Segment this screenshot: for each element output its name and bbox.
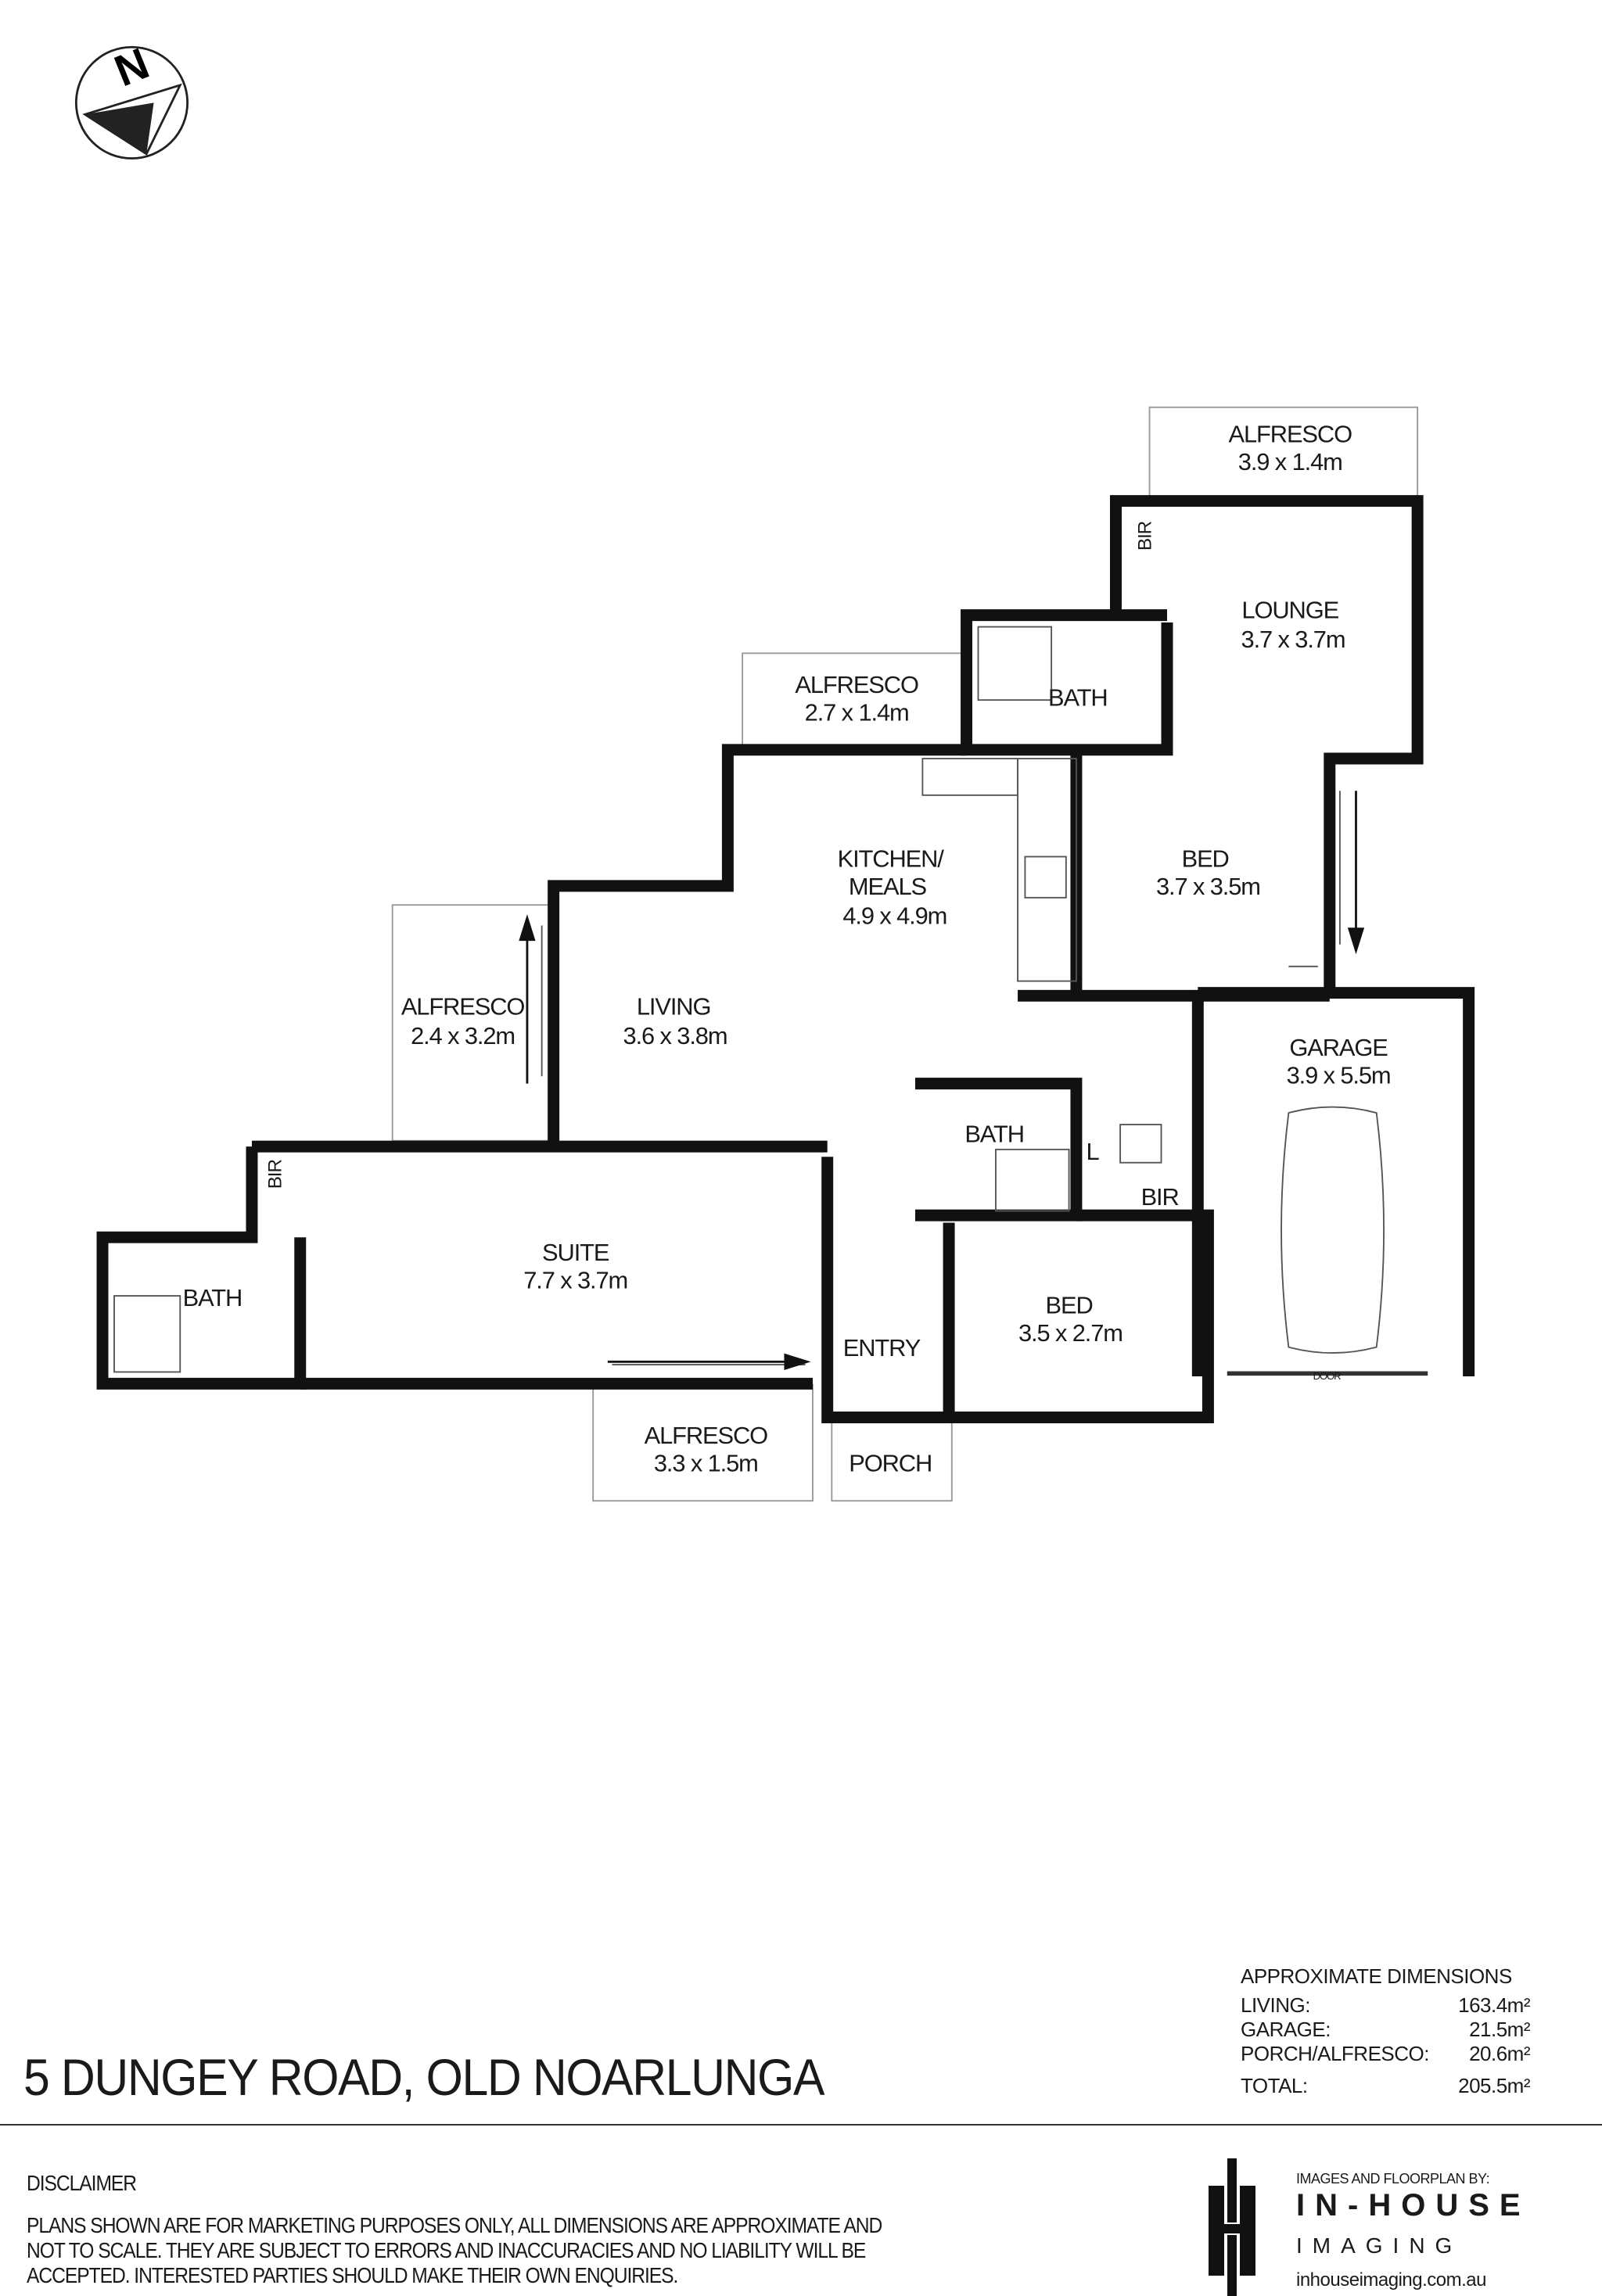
- svg-text:3.5 x 2.7m: 3.5 x 2.7m: [1018, 1319, 1122, 1347]
- room-alfresco-west: ALFRESCO: [401, 993, 525, 1021]
- disclaimer: DISCLAIMER PLANS SHOWN ARE FOR MARKETING…: [27, 2171, 882, 2287]
- room-bath-middle: BATH: [964, 1121, 1024, 1148]
- room-lounge: LOUNGE: [1241, 596, 1338, 623]
- room-alfresco-north: ALFRESCO: [1229, 421, 1352, 448]
- room-labels: ALFRESCO 3.9 x 1.4m LOUNGE 3.7 x 3.7m BA…: [183, 421, 1392, 1477]
- svg-text:2.7 x 1.4m: 2.7 x 1.4m: [805, 698, 909, 726]
- north-compass-icon: N: [74, 38, 189, 160]
- brand-url: inhouseimaging.com.au: [1296, 2269, 1487, 2291]
- property-address: 5 DUNGEY ROAD, OLD NOARLUNGA: [23, 2048, 824, 2106]
- room-kitchen-meals: KITCHEN/: [838, 845, 945, 873]
- room-bath-upper: BATH: [1048, 684, 1108, 712]
- svg-text:N: N: [108, 38, 156, 96]
- dim-row-living: LIVING:163.4m²: [1241, 1993, 1530, 2017]
- svg-text:3.6 x 3.8m: 3.6 x 3.8m: [623, 1022, 727, 1049]
- approximate-dimensions: APPROXIMATE DIMENSIONS LIVING:163.4m² GA…: [1241, 1964, 1530, 2097]
- in-house-logo-icon: [1209, 2158, 1255, 2296]
- room-bed-upper: BED: [1182, 845, 1229, 873]
- sliding-door-arrows: [519, 791, 1365, 1370]
- room-bath-suite: BATH: [183, 1284, 242, 1311]
- svg-text:MEALS: MEALS: [849, 873, 927, 900]
- room-alfresco-kitchen: ALFRESCO: [795, 671, 918, 698]
- svg-text:BIR: BIR: [264, 1160, 286, 1189]
- dim-row-total: TOTAL:205.5m²: [1241, 2074, 1530, 2097]
- svg-text:3.7 x 3.7m: 3.7 x 3.7m: [1241, 626, 1345, 653]
- svg-text:3.7 x 3.5m: 3.7 x 3.5m: [1156, 873, 1260, 900]
- svg-text:3.9 x 5.5m: 3.9 x 5.5m: [1287, 1062, 1391, 1089]
- svg-text:BIR: BIR: [1141, 1183, 1179, 1211]
- room-garage: GARAGE: [1289, 1034, 1388, 1061]
- brand-logo: IMAGES AND FLOORPLAN BY: IN-HOUSE IMAGIN…: [1209, 2158, 1600, 2296]
- room-alfresco-south: ALFRESCO: [645, 1422, 768, 1449]
- room-porch: PORCH: [849, 1450, 932, 1477]
- room-suite: SUITE: [542, 1239, 609, 1266]
- svg-text:DOOR: DOOR: [1313, 1370, 1341, 1382]
- svg-text:4.9 x 4.9m: 4.9 x 4.9m: [842, 902, 946, 930]
- room-living: LIVING: [637, 993, 711, 1021]
- dim-row-garage: GARAGE:21.5m²: [1241, 2018, 1530, 2041]
- dim-row-porch: PORCH/ALFRESCO:20.6m²: [1241, 2042, 1530, 2065]
- svg-text:2.4 x 3.2m: 2.4 x 3.2m: [411, 1022, 515, 1049]
- room-entry: ENTRY: [843, 1334, 921, 1361]
- svg-text:3.3 x 1.5m: 3.3 x 1.5m: [654, 1450, 758, 1477]
- svg-text:7.7 x 3.7m: 7.7 x 3.7m: [523, 1267, 627, 1294]
- svg-text:3.9 x 1.4m: 3.9 x 1.4m: [1238, 448, 1342, 475]
- room-bed-lower: BED: [1046, 1292, 1093, 1319]
- divider: [0, 2124, 1602, 2126]
- thin-fixtures: [113, 626, 1428, 1376]
- svg-text:L: L: [1087, 1138, 1100, 1165]
- svg-text:BIR: BIR: [1134, 521, 1155, 551]
